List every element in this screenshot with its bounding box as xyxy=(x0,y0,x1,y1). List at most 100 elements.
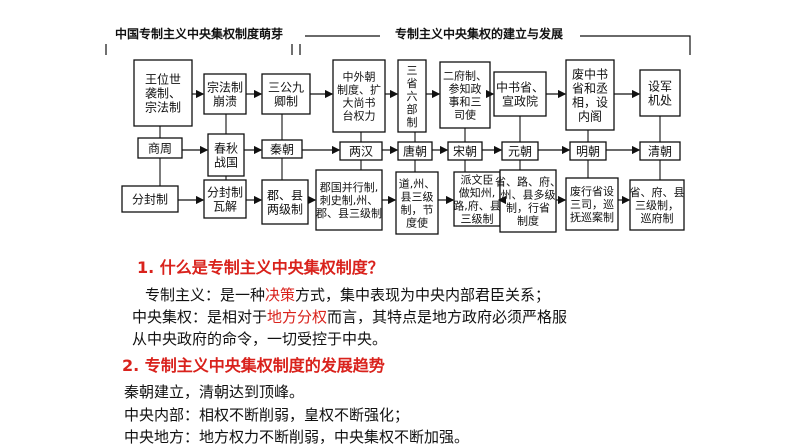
system-box-5-line: 度使 xyxy=(406,215,428,229)
stage-box-4-line: 大尚书 xyxy=(343,95,376,109)
dynasty-box-5: 唐朝 xyxy=(397,141,433,161)
dynasty-box-1: 商周 xyxy=(137,137,183,159)
stage-box-4-line: 中外朝 xyxy=(343,70,376,83)
stage-box-3-line: 卿制 xyxy=(274,94,298,108)
section2-line3: 中央地方：地方权力不断削弱，中央集权不断加强。 xyxy=(124,428,470,446)
system-box-9-line: 省、府、县 xyxy=(630,185,685,199)
dynasty-label: 秦朝 xyxy=(270,143,294,157)
dynasty-label: 两汉 xyxy=(349,145,373,159)
system-box-4-line: 郡国并行制, xyxy=(320,180,379,194)
stage-box-5-line: 制 xyxy=(407,116,418,129)
stage-box-7-line: 宣政院 xyxy=(502,93,538,108)
section1-line3: 从中央政府的命令，一切受控于中央。 xyxy=(132,330,388,348)
keyword-local-power: 地方分权 xyxy=(267,308,328,326)
dynasty-label: 战国 xyxy=(214,156,238,170)
keyword-decision: 决策 xyxy=(265,286,296,304)
dynasty-box-8: 明朝 xyxy=(569,141,607,161)
section1-heading: 1. 什么是专制主义中央集权制度？ xyxy=(137,258,384,277)
stage-box-8-line: 相，设 xyxy=(572,95,608,109)
stage-box-4-line: 台权力 xyxy=(343,108,376,122)
dynasty-label: 唐朝 xyxy=(403,144,427,159)
dynasty-box-3: 秦朝 xyxy=(261,139,303,159)
system-box-8-line: 三司，巡 xyxy=(570,198,614,211)
system-box-7-line: 制度 xyxy=(517,213,539,227)
system-box-4: 郡国并行制,刺史制,州、郡、县三级制 xyxy=(315,169,383,231)
system-box-1: 分封制 xyxy=(121,185,179,213)
stage-box-4-line: 制度、扩 xyxy=(337,82,381,96)
dynasty-label: 宋朝 xyxy=(453,144,477,159)
system-box-6-line: 派文臣 xyxy=(461,172,494,186)
stage-box-1-line: 宗法制 xyxy=(145,99,181,114)
stage-box-5-line: 省 xyxy=(407,77,418,90)
system-box-2-line: 瓦解 xyxy=(213,199,237,213)
label-right: 专制主义中央集权的建立与发展 xyxy=(395,26,563,41)
stage-box-8-line: 省和丞 xyxy=(572,81,608,95)
stage-box-5-line: 部 xyxy=(407,102,418,116)
section2-line1: 秦朝建立，清朝达到顶峰。 xyxy=(124,383,305,401)
stage-box-1-line: 王位世 xyxy=(145,71,181,86)
label-left: 中国专制主义中央集权制度萌芽 xyxy=(115,26,283,41)
system-box-9-line: 三级制， xyxy=(635,199,679,212)
system-box-2-line: 分封制 xyxy=(207,185,243,199)
development-diagram: 中国专制主义中央集权制度萌芽 专制主义中央集权的建立与发展 王位世袭制、宗法制宗… xyxy=(105,26,691,235)
dynasty-box-6: 宋朝 xyxy=(447,141,483,161)
section2-heading: 2. 专制主义中央集权制度的发展趋势 xyxy=(122,356,385,375)
stage-box-2-line: 宗法制 xyxy=(207,79,243,94)
dynasty-label: 清朝 xyxy=(648,145,672,159)
system-box-5: 道,州、县三级制，节度使 xyxy=(395,171,439,235)
system-box-1-line: 分封制 xyxy=(132,192,168,206)
dynasty-label: 商周 xyxy=(148,141,172,156)
system-box-9-line: 巡府制 xyxy=(641,211,674,225)
dynasty-label: 春秋 xyxy=(214,142,238,156)
system-box-7-line: 制，行省 xyxy=(506,201,550,214)
stage-box-9-line: 机处 xyxy=(648,93,672,107)
stage-box-3-line: 三公九 xyxy=(268,80,304,94)
system-box-6-line: 三级制 xyxy=(461,212,494,225)
system-box-8-line: 抚巡案制 xyxy=(570,210,614,224)
stage-box-1-line: 袭制、 xyxy=(145,85,181,100)
system-box-5-line: 县三级 xyxy=(401,190,434,203)
system-box-4-line: 刺史制,州、 xyxy=(320,194,379,207)
system-box-7-line: 州、县多级 xyxy=(501,187,556,201)
stage-box-2-line: 崩溃 xyxy=(213,94,237,108)
section1-line1: 专制主义：是一种决策方式，集中表现为中央内部君臣关系； xyxy=(145,286,551,304)
stage-box-6-line: 参知政 xyxy=(449,81,482,95)
section2-line2: 中央内部：相权不断削弱，皇权不断强化； xyxy=(124,406,410,424)
system-box-9: 省、府、县三级制，巡府制 xyxy=(629,179,685,231)
dynasty-box-9: 清朝 xyxy=(639,141,681,161)
system-box-3-line: 郡、县 xyxy=(267,188,303,202)
stage-box-6-line: 事和三 xyxy=(449,95,482,108)
dynasty-box-7: 元朝 xyxy=(501,141,539,161)
system-box-6-line: 路,府、县 xyxy=(453,198,501,212)
system-box-7-line: 省、路、府、 xyxy=(495,174,561,188)
system-box-3-line: 两级制 xyxy=(267,202,303,216)
stage-box-7-line: 中书省、 xyxy=(496,79,544,94)
stage-box-5-line: 三 xyxy=(407,64,418,77)
stage-box-8-line: 内阁 xyxy=(578,109,602,123)
dynasty-label: 明朝 xyxy=(576,145,600,159)
stage-box-9-line: 设军 xyxy=(648,79,672,93)
stage-box-5-line: 六 xyxy=(407,90,418,103)
dynasty-label: 元朝 xyxy=(508,145,532,159)
stage-box-6-line: 二府制、 xyxy=(443,68,487,82)
stage-box-8-line: 废中书 xyxy=(572,66,608,81)
section1-line2: 中央集权：是相对于地方分权而言，其特点是地方政府必须严格服 xyxy=(132,308,568,326)
system-box-5-line: 制，节 xyxy=(401,203,434,216)
system-box-4-line: 郡、县三级制 xyxy=(316,207,382,220)
dynasty-box-4: 两汉 xyxy=(339,141,383,161)
stage-box-6-line: 司使 xyxy=(454,108,476,121)
